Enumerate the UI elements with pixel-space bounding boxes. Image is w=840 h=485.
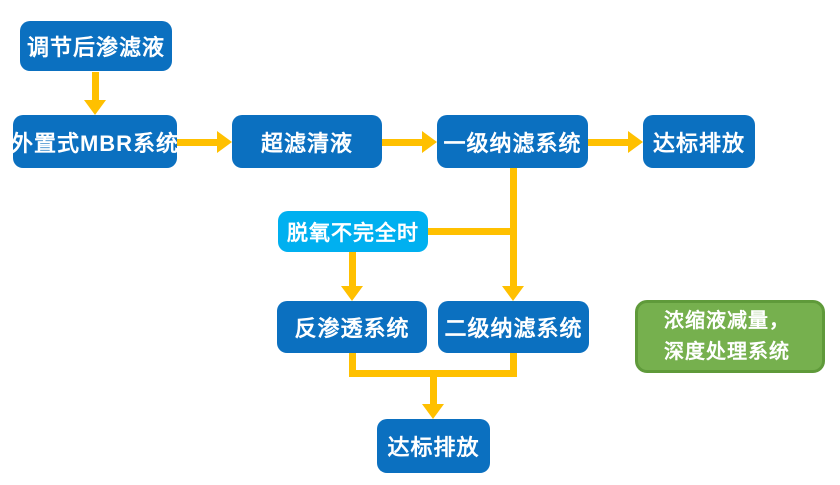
arrow-deoxygen-to-ro-head-icon xyxy=(341,286,363,301)
node-discharge-top: 达标排放 xyxy=(643,115,755,168)
arrow-nf1-to-nf2-head-icon xyxy=(502,286,524,301)
connector-deoxygen-to-nf2-line xyxy=(428,228,514,235)
arrow-leachate-to-mbr-shaft xyxy=(92,72,99,102)
node-external-mbr-system: 外置式MBR系统 xyxy=(11,115,178,168)
arrow-leachate-to-mbr-head-icon xyxy=(84,100,106,115)
arrow-merge-to-discharge-shaft xyxy=(430,370,437,404)
node-nf-stage1-system: 一级纳滤系统 xyxy=(437,115,588,168)
node-concentrate-note: 浓缩液减量， 深度处理系统 xyxy=(635,300,825,373)
node-nf-stage2-system: 二级纳滤系统 xyxy=(438,301,589,353)
arrow-mbr-to-uf-shaft xyxy=(177,139,217,146)
arrow-nf1-to-discharge-head-icon xyxy=(628,131,643,153)
connector-ro-down-line xyxy=(349,353,356,377)
node-deoxygen-incomplete: 脱氧不完全时 xyxy=(278,211,428,252)
arrow-uf-to-nf1-shaft xyxy=(382,139,422,146)
arrow-deoxygen-to-ro-shaft xyxy=(349,252,356,286)
arrow-nf1-to-discharge-shaft xyxy=(588,139,628,146)
connector-nf2-down-line xyxy=(510,353,517,377)
concentrate-note-line2: 深度处理系统 xyxy=(664,340,790,363)
arrow-nf1-to-nf2-shaft xyxy=(510,168,517,286)
concentrate-note-line1: 浓缩液减量， xyxy=(664,309,790,332)
arrow-mbr-to-uf-head-icon xyxy=(217,131,232,153)
arrow-uf-to-nf1-head-icon xyxy=(422,131,437,153)
node-uf-clear-liquid: 超滤清液 xyxy=(232,115,382,168)
node-discharge-bottom: 达标排放 xyxy=(377,419,490,473)
node-adjusted-leachate: 调节后渗滤液 xyxy=(20,21,172,71)
arrow-merge-to-discharge-head-icon xyxy=(422,404,444,419)
node-ro-system: 反渗透系统 xyxy=(277,301,427,353)
